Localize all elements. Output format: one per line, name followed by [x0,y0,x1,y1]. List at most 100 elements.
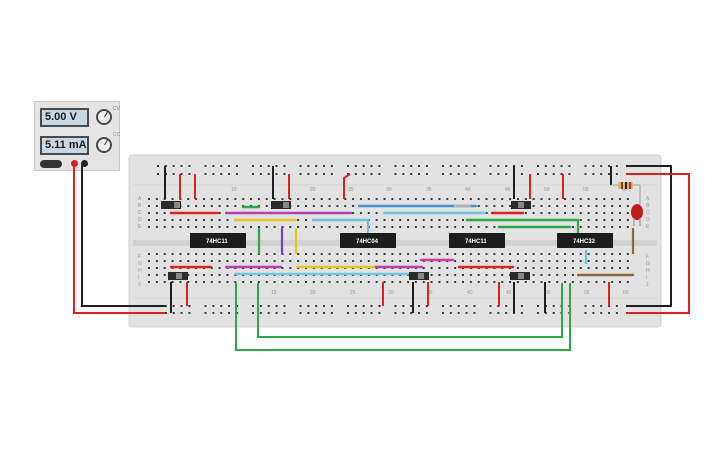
breadboard-hole[interactable] [477,281,480,283]
breadboard-hole[interactable] [218,253,221,255]
breadboard-hole[interactable] [367,281,370,283]
breadboard-hole[interactable] [501,205,504,207]
breadboard-hole[interactable] [418,165,421,167]
breadboard-hole[interactable] [148,267,150,269]
breadboard-hole[interactable] [267,312,270,314]
breadboard-hole[interactable] [540,274,543,276]
breadboard-hole[interactable] [552,165,555,167]
breadboard-hole[interactable] [323,312,326,314]
breadboard-hole[interactable] [391,226,394,228]
breadboard-hole[interactable] [289,267,292,269]
breadboard-hole[interactable] [202,260,205,262]
breadboard-hole[interactable] [375,198,378,200]
breadboard-hole[interactable] [226,253,229,255]
slide-switch[interactable] [271,201,291,209]
breadboard-hole[interactable] [402,173,405,175]
breadboard-hole[interactable] [587,205,590,207]
breadboard-hole[interactable] [524,198,527,200]
breadboard-hole[interactable] [148,205,150,207]
current-knob-icon[interactable] [96,137,112,153]
breadboard-hole[interactable] [172,305,175,307]
breadboard-hole[interactable] [473,312,476,314]
breadboard-hole[interactable] [540,198,543,200]
breadboard-hole[interactable] [438,253,441,255]
breadboard-hole[interactable] [352,253,355,255]
breadboard-hole[interactable] [275,312,278,314]
breadboard-hole[interactable] [281,267,284,269]
breadboard-hole[interactable] [603,198,606,200]
breadboard-hole[interactable] [375,260,378,262]
breadboard-hole[interactable] [265,281,268,283]
breadboard-hole[interactable] [584,173,587,175]
breadboard-hole[interactable] [320,281,323,283]
breadboard-hole[interactable] [328,253,331,255]
breadboard-hole[interactable] [414,260,417,262]
breadboard-hole[interactable] [367,253,370,255]
breadboard-hole[interactable] [336,198,339,200]
breadboard-hole[interactable] [187,281,190,283]
breadboard-hole[interactable] [354,165,357,167]
breadboard-hole[interactable] [171,253,174,255]
breadboard-hole[interactable] [579,198,582,200]
breadboard-hole[interactable] [457,165,460,167]
breadboard-hole[interactable] [462,226,464,228]
breadboard-hole[interactable] [477,260,480,262]
breadboard-hole[interactable] [571,212,574,214]
breadboard-hole[interactable] [273,226,276,228]
breadboard-hole[interactable] [587,219,590,221]
ic-chip[interactable] [340,233,396,248]
breadboard-hole[interactable] [212,173,215,175]
breadboard-hole[interactable] [422,219,425,221]
breadboard-hole[interactable] [257,281,260,283]
breadboard-hole[interactable] [275,165,278,167]
breadboard-hole[interactable] [155,274,158,276]
breadboard-hole[interactable] [375,281,378,283]
breadboard-hole[interactable] [524,267,527,269]
breadboard-hole[interactable] [489,305,492,307]
breadboard-hole[interactable] [163,212,166,214]
breadboard-hole[interactable] [579,267,582,269]
breadboard-hole[interactable] [544,173,547,175]
breadboard-hole[interactable] [619,260,621,262]
breadboard-hole[interactable] [220,312,223,314]
breadboard-hole[interactable] [595,260,598,262]
breadboard-hole[interactable] [399,219,402,221]
breadboard-hole[interactable] [218,212,221,214]
breadboard-hole[interactable] [383,260,386,262]
breadboard-hole[interactable] [556,253,559,255]
breadboard-hole[interactable] [615,312,618,314]
breadboard-hole[interactable] [399,226,402,228]
breadboard-hole[interactable] [579,281,582,283]
breadboard-hole[interactable] [473,173,476,175]
breadboard-hole[interactable] [378,312,381,314]
breadboard-hole[interactable] [595,281,598,283]
breadboard-hole[interactable] [234,281,237,283]
breadboard-hole[interactable] [195,226,198,228]
breadboard-hole[interactable] [210,281,213,283]
breadboard-hole[interactable] [619,219,621,221]
breadboard-hole[interactable] [297,198,300,200]
breadboard-hole[interactable] [407,219,410,221]
breadboard-hole[interactable] [454,226,457,228]
breadboard-hole[interactable] [155,281,158,283]
breadboard-hole[interactable] [497,165,500,167]
breadboard-hole[interactable] [548,198,551,200]
breadboard-hole[interactable] [579,226,582,228]
breadboard-hole[interactable] [312,281,315,283]
breadboard-hole[interactable] [320,253,323,255]
breadboard-hole[interactable] [493,274,496,276]
breadboard-hole[interactable] [465,312,468,314]
breadboard-hole[interactable] [273,253,276,255]
breadboard-hole[interactable] [449,165,452,167]
ic-chip[interactable] [190,233,246,248]
breadboard-hole[interactable] [187,219,190,221]
breadboard-hole[interactable] [305,205,307,207]
breadboard-hole[interactable] [477,274,480,276]
breadboard-hole[interactable] [579,205,582,207]
breadboard-hole[interactable] [462,274,464,276]
breadboard-hole[interactable] [242,281,245,283]
breadboard-hole[interactable] [163,267,166,269]
breadboard-hole[interactable] [442,173,444,175]
breadboard-hole[interactable] [587,212,590,214]
breadboard-hole[interactable] [218,267,221,269]
